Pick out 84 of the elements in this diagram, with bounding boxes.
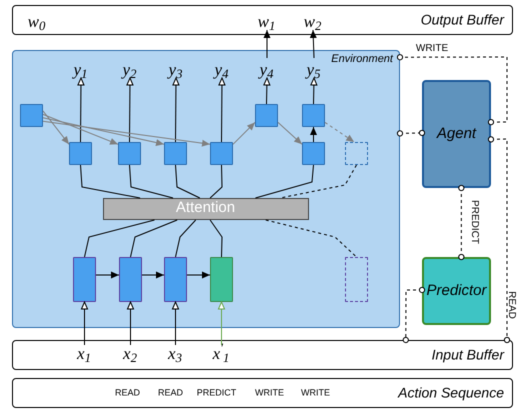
arrow <box>126 78 134 142</box>
connector-line <box>254 164 314 198</box>
environment-panel <box>12 50 400 328</box>
decoder-cell <box>118 142 140 164</box>
encoder-cell <box>118 256 142 302</box>
arrow <box>42 120 210 147</box>
arrow <box>172 78 180 142</box>
arrow <box>77 78 84 142</box>
encoder-cell <box>210 256 232 302</box>
buffer-bar <box>12 340 513 370</box>
connector-line <box>210 220 222 258</box>
dotted-connector <box>396 130 426 136</box>
output-symbol: w$_{0}$ <box>26 10 48 30</box>
arrow <box>186 272 210 278</box>
arrow <box>42 117 164 146</box>
decoder-cell <box>254 104 278 126</box>
action-label: PREDICT <box>196 387 236 399</box>
decoder-cell <box>20 104 42 126</box>
arrow <box>310 78 318 104</box>
arrow <box>127 302 134 346</box>
dotted-connector <box>488 136 510 344</box>
arrow <box>310 126 317 142</box>
action-label: WRITE <box>255 387 284 399</box>
arrow <box>42 114 118 145</box>
decoder-cell <box>302 142 324 164</box>
dotted-connector <box>458 184 464 260</box>
buffer-title: Output Buffer <box>420 11 504 29</box>
connector-line <box>84 220 155 258</box>
placeholder-cell <box>344 142 368 164</box>
edge-label: WRITE <box>416 44 448 54</box>
input-symbol: x$_{3}$ <box>164 344 186 366</box>
connector-line <box>129 164 174 198</box>
output-symbol: w$_{1}$ <box>256 10 278 30</box>
arrow <box>263 78 270 104</box>
arrow <box>42 110 70 145</box>
connector-line <box>265 220 357 258</box>
output-symbol: y$_{4}$ <box>256 58 276 78</box>
output-symbol: y$_{2}$ <box>120 58 140 78</box>
buffer-bar <box>12 378 513 408</box>
decoder-cell <box>164 142 186 164</box>
input-symbol: x$_{1}$ <box>72 344 96 366</box>
dotted-connector <box>402 286 426 344</box>
arrow <box>232 122 256 145</box>
connector-line <box>280 164 357 198</box>
arrow <box>142 272 164 278</box>
action-label: WRITE <box>301 387 330 399</box>
buffer-title: Input Buffer <box>432 346 504 364</box>
action-label: READ <box>158 387 183 399</box>
dotted-connector <box>396 54 508 126</box>
arrow <box>310 30 317 58</box>
output-symbol: y$_{5}$ <box>304 58 324 78</box>
arrow <box>264 30 270 58</box>
placeholder-cell <box>344 256 368 302</box>
decoder-cell <box>210 142 232 164</box>
buffer-bar <box>12 5 513 35</box>
edge-label: PREDICT <box>469 200 479 244</box>
arrow <box>278 122 302 145</box>
output-symbol: y$_{3}$ <box>166 58 186 78</box>
attention-bar: Attention <box>102 198 308 220</box>
arrow <box>96 272 120 278</box>
connector-line <box>80 164 141 198</box>
arrow <box>172 302 179 346</box>
input-symbol: x$_{2}$ <box>118 344 142 366</box>
buffer-title: Action Sequence <box>398 384 504 402</box>
output-symbol: y$_{4}$ <box>212 58 232 78</box>
output-symbol: w$_{2}$ <box>302 10 324 30</box>
connector-line <box>175 220 196 258</box>
output-symbol: y$_{1}$ <box>70 58 90 78</box>
predictor-box: Predictor <box>422 257 491 325</box>
edge-label: READ <box>506 291 516 319</box>
connector-line <box>175 164 200 198</box>
encoder-cell <box>72 256 96 302</box>
agent-box: Agent <box>422 80 491 188</box>
action-label: READ <box>115 387 140 399</box>
connector-line <box>130 220 178 258</box>
arrow <box>81 302 88 346</box>
decoder-cell <box>68 142 92 164</box>
connector-line <box>210 164 222 198</box>
arrow <box>218 78 226 142</box>
panel-title: Environment <box>331 53 393 67</box>
arrow <box>324 122 355 142</box>
arrow <box>218 302 225 346</box>
encoder-cell <box>164 256 186 302</box>
decoder-cell <box>302 104 324 126</box>
